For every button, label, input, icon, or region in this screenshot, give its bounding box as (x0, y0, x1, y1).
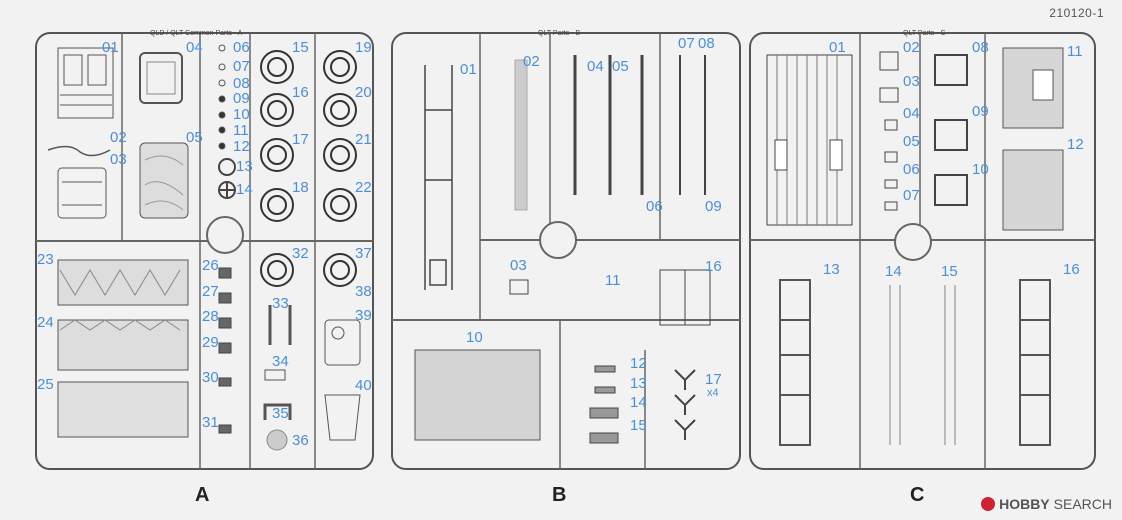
part-label: 04 (186, 39, 203, 56)
part-label: 10 (466, 329, 483, 346)
part-label: 19 (355, 39, 372, 56)
part-label: 17 (292, 131, 309, 148)
sprue-letter: B (552, 484, 567, 506)
part-label: 09 (972, 103, 989, 120)
watermark-suffix: SEARCH (1053, 496, 1112, 512)
part-label: 28 (202, 308, 219, 325)
part-label: 40 (355, 377, 372, 394)
sprue-c: QLT Parts - C 01 02 03 04 05 06 07 08 09… (745, 0, 1122, 520)
part-label: 08 (698, 35, 715, 52)
part-label: 13 (236, 158, 253, 175)
part-label: 16 (705, 258, 722, 275)
part-label: 14 (885, 263, 902, 280)
part-label: 26 (202, 257, 219, 274)
part-label: 34 (272, 353, 289, 370)
part-label: 24 (37, 314, 54, 331)
sheet-code: 210120-1 (1049, 6, 1104, 20)
part-label: 22 (355, 179, 372, 196)
part-label: 06 (646, 198, 663, 215)
part-label: 04 (903, 105, 920, 122)
part-label: 07 (233, 58, 250, 75)
part-label: 31 (202, 414, 219, 431)
part-label: 11 (1067, 43, 1083, 60)
part-label: 25 (37, 376, 54, 393)
part-label: 09 (233, 90, 250, 107)
part-label: 10 (233, 106, 250, 123)
sprue-c-title: QLT Parts - C (903, 30, 946, 37)
part-label: 15 (292, 39, 309, 56)
part-label: 01 (829, 39, 846, 56)
part-label: 05 (903, 133, 920, 150)
part-label: 14 (630, 394, 647, 411)
part-label: 10 (972, 161, 989, 178)
part-label: 03 (510, 257, 527, 274)
part-label: 05 (612, 58, 629, 75)
part-label: 39 (355, 307, 372, 324)
sprue-b-frame (391, 32, 741, 470)
watermark-brand: HOBBY (999, 496, 1050, 512)
part-label: 36 (292, 432, 309, 449)
part-label: 27 (202, 283, 219, 300)
sprue-b-title: QLT Parts - B (538, 30, 581, 37)
part-label: 02 (110, 129, 127, 146)
part-label: 02 (903, 39, 920, 56)
part-label: 15 (941, 263, 958, 280)
part-label: 11 (233, 122, 249, 139)
sprue-a: QLD / QLT Common Parts - A 01 02 03 04 0… (0, 0, 380, 520)
part-label: 38 (355, 283, 372, 300)
part-label: 01 (102, 39, 119, 56)
part-label: 18 (292, 179, 309, 196)
part-note: x4 (707, 387, 719, 399)
part-label: 12 (630, 355, 647, 372)
part-label: 29 (202, 334, 219, 351)
part-label: 09 (705, 198, 722, 215)
part-label: 30 (202, 369, 219, 386)
part-label: 32 (292, 245, 309, 262)
part-label: 08 (972, 39, 989, 56)
watermark: HOBBY SEARCH (981, 496, 1112, 512)
part-label: 12 (1067, 136, 1084, 153)
part-label: 07 (678, 35, 695, 52)
part-label: 15 (630, 417, 647, 434)
part-label: 16 (292, 84, 309, 101)
part-label: 02 (523, 53, 540, 70)
part-label: 20 (355, 84, 372, 101)
sprue-a-title: QLD / QLT Common Parts - A (150, 30, 243, 37)
part-label: 11 (605, 272, 621, 289)
sprue-c-frame (749, 32, 1096, 470)
part-label: 04 (587, 58, 604, 75)
hobby-search-logo-icon (981, 497, 996, 511)
part-label: 07 (903, 187, 920, 204)
part-label: 03 (110, 151, 127, 168)
part-label: 37 (355, 245, 372, 262)
part-label: 13 (630, 375, 647, 392)
part-label: 35 (272, 405, 289, 422)
sprue-b: QLT Parts - B 01 02 03 04 05 06 07 08 09… (380, 0, 750, 520)
part-label: 08 (233, 75, 250, 92)
part-label: 23 (37, 251, 54, 268)
sprue-letter: A (195, 484, 210, 506)
part-label: 03 (903, 73, 920, 90)
part-label: 14 (236, 181, 253, 198)
part-label: 33 (272, 295, 289, 312)
part-label: 17 (705, 371, 722, 388)
part-label: 06 (233, 39, 250, 56)
part-label: 01 (460, 61, 477, 78)
part-label: 13 (823, 261, 840, 278)
part-label: 12 (233, 138, 250, 155)
sprue-a-frame (35, 32, 374, 470)
part-label: 05 (186, 129, 203, 146)
part-label: 21 (355, 131, 372, 148)
sprue-letter: C (910, 484, 925, 506)
part-label: 16 (1063, 261, 1080, 278)
part-label: 06 (903, 161, 920, 178)
